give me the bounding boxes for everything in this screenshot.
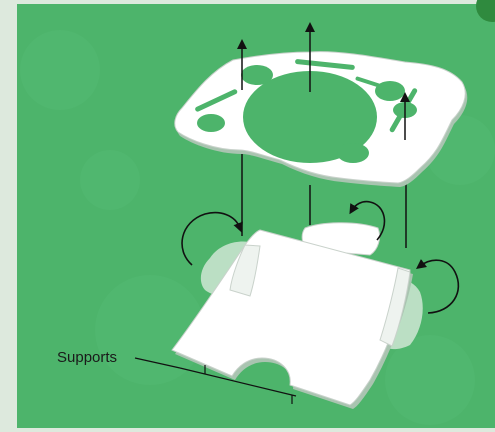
bolt-hole-bottom-right <box>337 143 369 163</box>
supports-label: Supports <box>57 349 117 366</box>
bolt-hole-top-left <box>241 65 273 85</box>
bolt-hole-bottom-left <box>197 114 225 132</box>
